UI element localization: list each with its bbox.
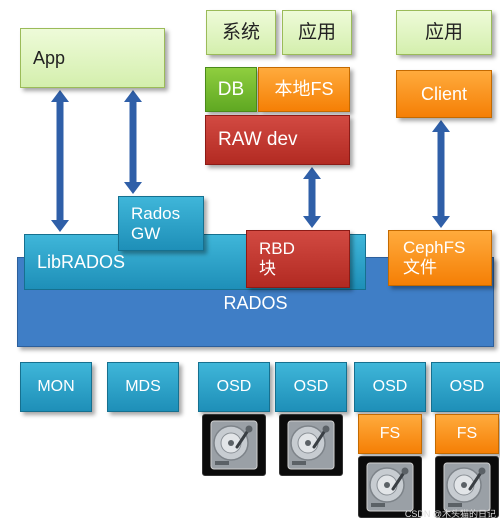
osd3-label: OSD: [372, 377, 408, 395]
rawdev-rbd-arrow-head: [303, 167, 321, 179]
raw-dev-label: RAW dev: [218, 129, 298, 151]
app-librados-arrow-head: [51, 220, 69, 232]
librados-label: LibRADOS: [37, 251, 126, 272]
mon-box: MON: [20, 362, 92, 412]
osd3-fs-label: FS: [379, 424, 401, 442]
osd3-fs-box: FS: [358, 414, 422, 454]
rbd-label: RBD 块: [259, 239, 295, 278]
mds-label: MDS: [125, 377, 161, 395]
osd3-hard-disk-icon: [358, 456, 422, 518]
osd4-fs-box: FS: [435, 414, 499, 454]
mds-box: MDS: [107, 362, 179, 412]
osd2-label: OSD: [293, 377, 329, 395]
client-cephfs-arrow-head: [432, 120, 450, 132]
db-label: DB: [217, 78, 245, 100]
rbd-box: RBD 块: [246, 230, 350, 288]
osd2-box: OSD: [275, 362, 347, 412]
osd4-hard-disk-icon: [435, 456, 499, 518]
osd2-hard-disk-icon: [279, 414, 343, 476]
osd3-box: OSD: [354, 362, 426, 412]
app-cn-label-2: 应用: [424, 21, 463, 43]
client-label: Client: [420, 83, 468, 104]
app-cn-box-1: 应用: [282, 10, 352, 55]
app-cn-label-1: 应用: [297, 21, 336, 43]
watermark: CSDN @木头猫的日记: [404, 509, 496, 519]
app-radosgw-arrow-head: [124, 90, 142, 102]
rados-gw-label: Rados GW: [131, 203, 181, 243]
app-label: App: [33, 47, 66, 68]
local-fs-label: 本地FS: [274, 79, 334, 100]
app-radosgw-arrow-head: [124, 182, 142, 194]
system-label: 系统: [221, 21, 260, 43]
system-box: 系统: [206, 10, 276, 55]
app-box: App: [20, 28, 165, 88]
rados-label: RADOS: [223, 293, 288, 314]
local-fs-box: 本地FS: [258, 67, 350, 112]
cephfs-label: CephFS 文件: [403, 238, 466, 277]
osd4-box: OSD: [431, 362, 500, 412]
osd1-box: OSD: [198, 362, 270, 412]
mon-label: MON: [37, 377, 75, 395]
app-librados-arrow-head: [51, 90, 69, 102]
app-cn-box-2: 应用: [396, 10, 492, 55]
db-box: DB: [205, 67, 257, 112]
client-cephfs-arrow-head: [432, 216, 450, 228]
osd4-fs-label: FS: [456, 424, 478, 442]
cephfs-box: CephFS 文件: [388, 230, 492, 286]
osd4-label: OSD: [449, 377, 485, 395]
osd1-label: OSD: [216, 377, 252, 395]
client-box: Client: [396, 70, 492, 118]
rados-gw-box: Rados GW: [118, 196, 204, 251]
rawdev-rbd-arrow-head: [303, 216, 321, 228]
raw-dev-box: RAW dev: [205, 115, 350, 165]
osd1-hard-disk-icon: [202, 414, 266, 476]
